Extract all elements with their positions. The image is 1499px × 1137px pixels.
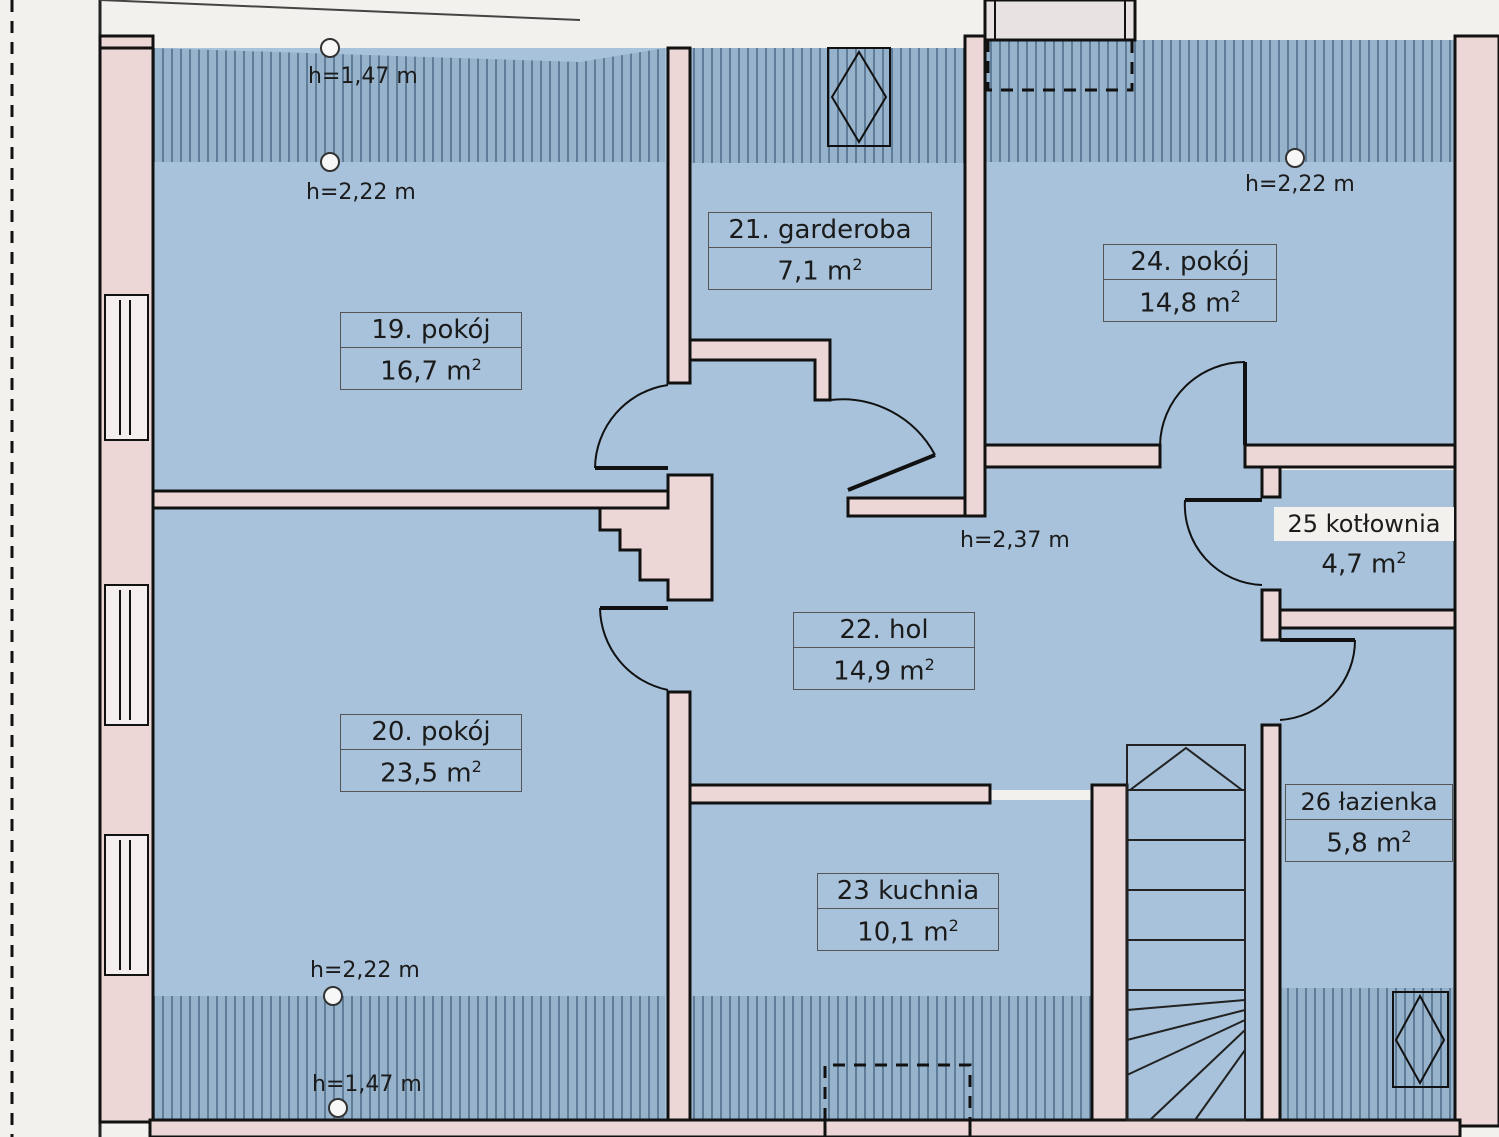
wall-21-bottom (688, 338, 832, 402)
stair-floor (1110, 745, 1270, 1120)
outer-wall-right (1453, 34, 1499, 1128)
height-label-bottom-left-slope: h=1,47 m (312, 1072, 422, 1097)
door-swing-24 (1159, 361, 1246, 446)
slope-top-right (985, 40, 1455, 162)
room-23-name: 23 kuchnia (836, 876, 980, 906)
wall-25-bottom (1260, 608, 1457, 630)
door-swing-19 (594, 384, 669, 469)
door-swing-26 (1279, 639, 1357, 721)
wall-25-left-lower (1260, 588, 1282, 642)
outer-wall-top-left (98, 34, 155, 50)
skylight-26 (1392, 991, 1449, 1088)
window-left-2 (104, 584, 149, 726)
room-20-name: 20. pokój (371, 717, 491, 747)
height-label-top-left-slope: h=1,47 m (308, 64, 418, 89)
roof-ridge-line (99, 0, 581, 21)
door-swing-21 (829, 398, 936, 456)
window-left-3 (104, 834, 149, 976)
height-label-top-right: h=2,22 m (1245, 172, 1355, 197)
room-20-area: 23,5 m (380, 758, 472, 789)
wall-21-door-jamb (846, 496, 967, 518)
label-room-26: 26 łazienka 5,8 m2 (1285, 784, 1453, 862)
window-left-1 (104, 294, 149, 441)
slope-bottom-left (153, 996, 665, 1120)
label-room-21: 21. garderoba 7,1 m2 (708, 212, 932, 290)
room-22-name: 22. hol (839, 615, 929, 645)
room-19-area: 16,7 m (380, 356, 472, 387)
wall-20-23 (666, 690, 692, 1124)
door-leaf-21 (847, 453, 936, 492)
wall-21-right (963, 34, 987, 518)
room-25-area: 4,7 m (1321, 549, 1397, 580)
chimney-block (598, 473, 714, 602)
skylight-21 (827, 47, 891, 147)
room-24-area: 14,8 m (1139, 288, 1231, 319)
room-22-area: 14,9 m (833, 656, 925, 687)
door-swing-20 (599, 607, 669, 691)
slope-top-left (153, 48, 665, 162)
room-21-area: 7,1 m (777, 256, 853, 287)
label-room-24: 24. pokój 14,8 m2 (1103, 244, 1277, 322)
wall-26-left (1260, 723, 1282, 1122)
dormer-bottom (823, 1063, 972, 1137)
room-25-name: 25 kotłownia (1274, 507, 1454, 541)
label-room-25: 25 kotłownia 4,7 m2 (1273, 506, 1455, 583)
height-label-hall: h=2,37 m (960, 528, 1070, 553)
wall-24-bottom (983, 443, 1162, 469)
label-room-20: 20. pokój 23,5 m2 (340, 714, 522, 792)
wall-21-left (666, 46, 692, 385)
wall-bottom (148, 1118, 1462, 1137)
door-swing-25 (1183, 499, 1263, 586)
room-21-name: 21. garderoba (728, 215, 912, 245)
slope-bottom-middle (692, 996, 1108, 1120)
wall-25-left (1260, 465, 1282, 499)
wall-22-23 (688, 783, 992, 805)
staircase (1126, 744, 1246, 1121)
room-24-name: 24. pokój (1130, 247, 1250, 277)
wall-19-20 (151, 489, 670, 510)
height-markers (320, 38, 1305, 1118)
wall-stair-left (1090, 783, 1129, 1124)
label-room-22: 22. hol 14,9 m2 (793, 612, 975, 690)
label-room-23: 23 kuchnia 10,1 m2 (817, 873, 999, 951)
height-label-top-left: h=2,22 m (306, 180, 416, 205)
dormer-top (983, 0, 1137, 92)
room-23-area: 10,1 m (857, 917, 949, 948)
room-26-area: 5,8 m (1326, 828, 1402, 859)
slope-bottom-right (1280, 988, 1455, 1120)
height-label-bottom-left: h=2,22 m (310, 958, 420, 983)
label-room-19: 19. pokój 16,7 m2 (340, 312, 522, 390)
wall-24-bottom-right (1243, 443, 1457, 469)
room-26-name: 26 łazienka (1300, 788, 1438, 816)
room-19-name: 19. pokój (371, 315, 491, 345)
